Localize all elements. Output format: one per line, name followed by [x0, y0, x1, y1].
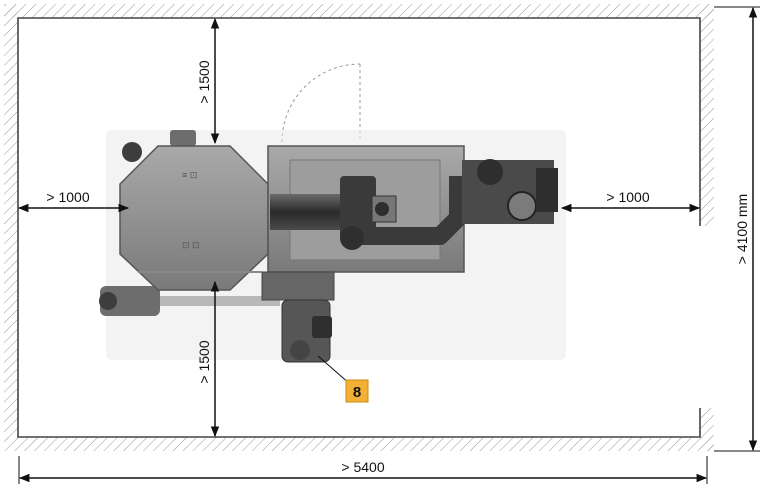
flue-pipe — [350, 176, 467, 245]
wall-top-hatch — [4, 4, 714, 18]
wall-bottom-hatch — [4, 437, 714, 451]
callout-leader — [317, 355, 351, 385]
wall-left-hatch — [4, 4, 18, 440]
callout-number: 8 — [353, 384, 361, 401]
motor-left — [100, 286, 160, 316]
burner-tube — [270, 194, 350, 230]
label-bottom-clearance: > 1500 — [196, 340, 212, 383]
dimension-lines — [17, 6, 760, 484]
fan-wheel — [507, 191, 537, 221]
callout-8: 8 — [317, 355, 369, 403]
label-left-clearance: > 1000 — [46, 189, 89, 205]
wall-right-bottom-hatch — [700, 408, 714, 451]
room-outline — [17, 17, 701, 438]
label-right-clearance: > 1000 — [606, 189, 649, 205]
boiler-plan-view: ≡ ⊡ ⊡ ⊡ — [99, 130, 566, 363]
svg-text:≡ ⊡: ≡ ⊡ — [182, 170, 197, 180]
room-walls — [4, 4, 714, 451]
dimension-labels: > 1500 > 1500 > 1000 > 1000 > 4100 mm > … — [46, 60, 750, 475]
motor-top-left — [122, 142, 142, 162]
label-overall-width: > 5400 — [341, 459, 384, 475]
label-top-clearance: > 1500 — [196, 60, 212, 103]
lower-housing — [261, 271, 335, 301]
svg-text:⊡ ⊡: ⊡ ⊡ — [182, 240, 200, 250]
silo-octagon — [119, 145, 269, 291]
label-overall-height: > 4100 mm — [734, 194, 750, 264]
wall-right-top-hatch — [700, 4, 714, 226]
door-swing — [281, 63, 361, 143]
callout-badge — [345, 379, 369, 403]
